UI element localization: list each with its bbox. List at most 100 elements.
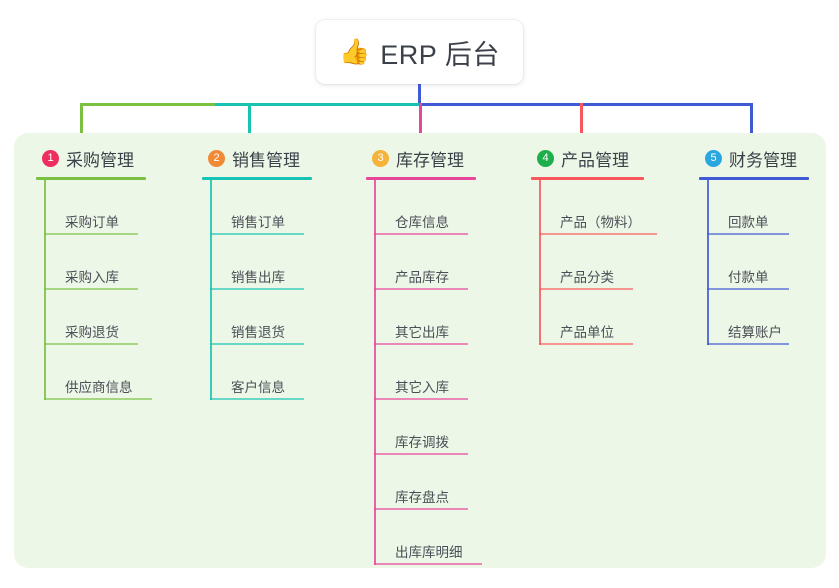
branch-title: 销售管理 [232, 150, 300, 170]
branch-item-label: 其它入库 [395, 380, 449, 395]
branch-spine [539, 180, 541, 345]
branch-item[interactable]: 仓库信息 [374, 180, 476, 235]
branch-underline [531, 177, 644, 180]
branch-item-rule [707, 288, 789, 290]
branch-header-1[interactable]: 1 采购管理 [36, 146, 146, 170]
drop-purchase [80, 103, 83, 135]
branch-item[interactable]: 库存盘点 [374, 455, 476, 510]
branch-column-1: 1 采购管理采购订单采购入库采购退货供应商信息 [36, 146, 152, 400]
bus-segment-blue [419, 103, 753, 106]
branch-item-rule [374, 288, 468, 290]
branch-underline [366, 177, 476, 180]
root-node-card[interactable]: 👍 ERP 后台 [316, 20, 523, 84]
branch-underline [699, 177, 809, 180]
branch-item-label: 出库库明细 [395, 545, 463, 560]
branch-item[interactable]: 销售退货 [210, 290, 312, 345]
branch-number-badge: 5 [705, 149, 722, 167]
branch-item[interactable]: 采购退货 [44, 290, 146, 345]
branch-item-rule [707, 233, 789, 235]
branch-item-rule [539, 288, 633, 290]
bus-segment-green [80, 103, 216, 106]
branch-column-4: 4 产品管理产品（物料） 产品分类产品单位 [531, 146, 657, 345]
branch-number-badge: 1 [42, 149, 59, 167]
branch-item[interactable]: 回款单 [707, 180, 809, 235]
branch-item-rule [374, 233, 468, 235]
branch-item-label: 采购退货 [65, 325, 119, 340]
branch-item-rule [210, 233, 304, 235]
branch-item-rule [44, 343, 138, 345]
branch-item[interactable]: 其它入库 [374, 345, 476, 400]
branch-item[interactable]: 库存调拨 [374, 400, 476, 455]
branch-item-rule [374, 453, 468, 455]
branch-item[interactable]: 销售出库 [210, 235, 312, 290]
branch-item-rule [707, 343, 789, 345]
branch-item-rule [374, 343, 468, 345]
branch-title: 库存管理 [396, 150, 464, 170]
branch-spine [44, 180, 46, 400]
branch-title: 财务管理 [729, 150, 797, 170]
branch-column-5: 5 财务管理回款单付款单结算账户 [699, 146, 809, 345]
branch-item-rule [374, 398, 468, 400]
branch-number-badge: 2 [208, 149, 225, 167]
thumbs-up-icon: 👍 [339, 37, 371, 66]
branch-item[interactable]: 采购入库 [44, 235, 146, 290]
branch-title: 采购管理 [66, 150, 134, 170]
branch-item-list: 销售订单销售出库销售退货客户信息 [210, 180, 312, 400]
branch-item-rule [210, 398, 304, 400]
branch-item-label: 产品库存 [395, 270, 449, 285]
branch-title: 产品管理 [561, 150, 629, 170]
branch-item[interactable]: 付款单 [707, 235, 809, 290]
branch-item[interactable]: 结算账户 [707, 290, 809, 345]
branch-header-5[interactable]: 5 财务管理 [699, 146, 809, 170]
branch-item-label: 库存盘点 [395, 490, 449, 505]
branch-number-badge: 4 [537, 149, 554, 167]
branch-item-rule [44, 233, 138, 235]
branch-item-rule [210, 343, 304, 345]
drop-inventory [419, 103, 422, 135]
branch-item-list: 回款单付款单结算账户 [707, 180, 809, 345]
branches-panel [14, 133, 826, 568]
branch-header-2[interactable]: 2 销售管理 [202, 146, 312, 170]
branch-item-list: 仓库信息产品库存其它出库其它入库库存调拨库存盘点出库库明细 [374, 180, 482, 565]
branch-item-rule [539, 343, 633, 345]
branch-item-rule [374, 508, 468, 510]
bus-segment-teal [215, 103, 420, 106]
branch-item[interactable]: 产品单位 [539, 290, 644, 345]
branch-spine [210, 180, 212, 400]
branch-header-4[interactable]: 4 产品管理 [531, 146, 644, 170]
branch-item[interactable]: 产品（物料） [539, 180, 657, 235]
branch-item[interactable]: 产品分类 [539, 235, 644, 290]
branch-spine [374, 180, 376, 565]
branch-item[interactable]: 客户信息 [210, 345, 312, 400]
branch-item[interactable]: 其它出库 [374, 290, 476, 345]
branch-item-label: 付款单 [728, 270, 769, 285]
branch-item-list: 采购订单采购入库采购退货供应商信息 [44, 180, 152, 400]
branch-item-label: 客户信息 [231, 380, 285, 395]
root-stem-connector [418, 84, 421, 104]
drop-finance [750, 103, 753, 135]
branch-item-label: 其它出库 [395, 325, 449, 340]
branch-item-label: 销售出库 [231, 270, 285, 285]
branch-item[interactable]: 出库库明细 [374, 510, 482, 565]
branch-item[interactable]: 供应商信息 [44, 345, 152, 400]
branch-item-label: 采购订单 [65, 215, 119, 230]
branch-item-rule [539, 233, 657, 235]
branch-item-label: 回款单 [728, 215, 769, 230]
branch-item-label: 库存调拨 [395, 435, 449, 450]
drop-sales [248, 103, 251, 135]
drop-product [580, 103, 583, 135]
branch-item-label: 产品（物料） [560, 215, 641, 230]
branch-item-label: 供应商信息 [65, 380, 133, 395]
branch-underline [36, 177, 146, 180]
branch-item-rule [44, 288, 138, 290]
branch-item[interactable]: 销售订单 [210, 180, 312, 235]
branch-item[interactable]: 采购订单 [44, 180, 146, 235]
branch-item-label: 产品分类 [560, 270, 614, 285]
branch-column-2: 2 销售管理销售订单销售出库销售退货客户信息 [202, 146, 312, 400]
branch-item[interactable]: 产品库存 [374, 235, 476, 290]
branch-item-rule [210, 288, 304, 290]
branch-item-label: 销售订单 [231, 215, 285, 230]
branch-item-label: 销售退货 [231, 325, 285, 340]
